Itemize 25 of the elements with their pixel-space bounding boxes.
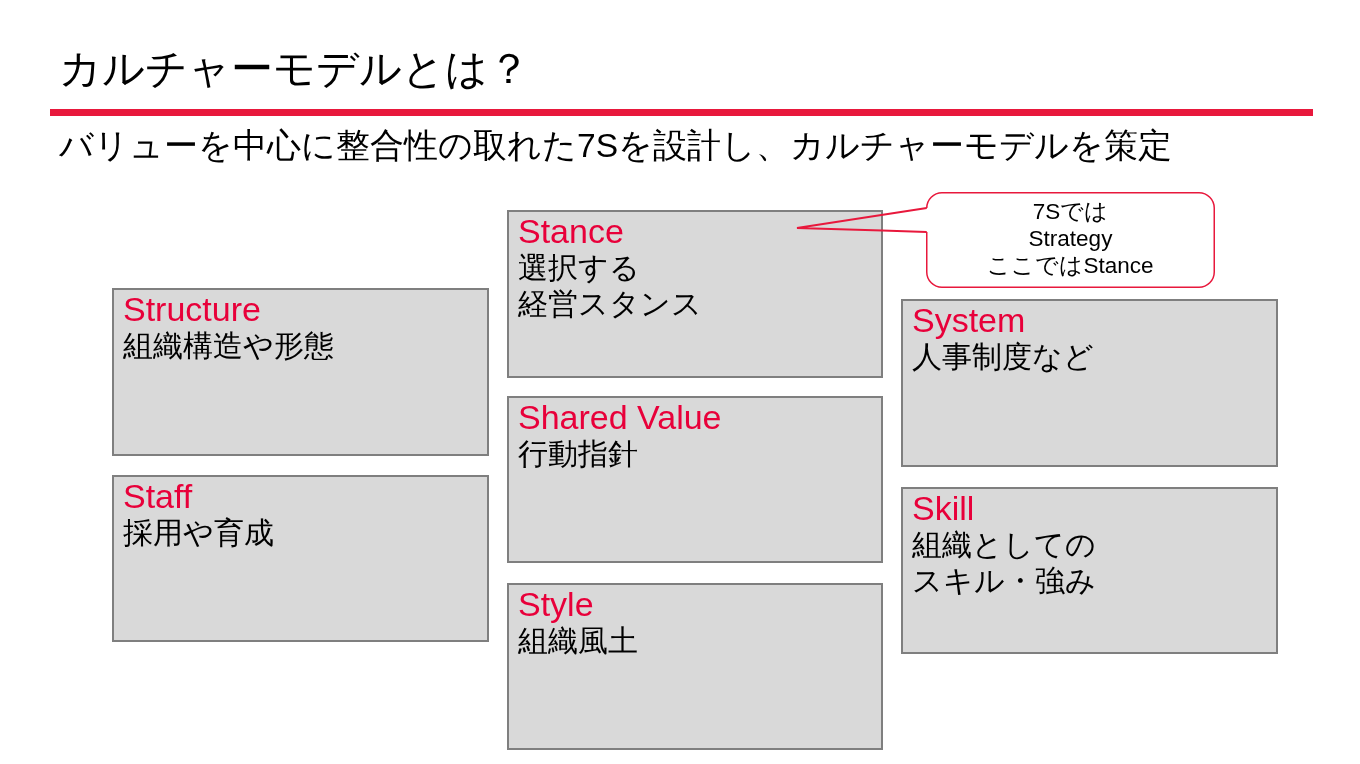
box-heading: Structure (123, 290, 261, 328)
callout-text: 7SではStrategyここではStance (987, 198, 1154, 279)
category-box (507, 583, 883, 750)
callout-tail (796, 207, 928, 233)
category-box (507, 210, 883, 378)
category-box (901, 299, 1278, 467)
slide-title: カルチャーモデルとは？ (59, 44, 530, 94)
category-box (112, 288, 489, 456)
box-heading: Shared Value (518, 398, 722, 436)
category-box (112, 475, 489, 642)
category-box (507, 396, 883, 563)
box-description: 組織構造や形態 (123, 328, 334, 364)
box-heading: Staff (123, 477, 193, 515)
category-box (901, 487, 1278, 654)
box-description: 組織としてのスキル・強み (912, 527, 1096, 599)
box-description: 行動指針 (518, 436, 638, 472)
box-description: 採用や育成 (123, 515, 274, 551)
box-heading: Skill (912, 489, 975, 527)
box-description: 選択する経営スタンス (518, 250, 702, 322)
box-description: 人事制度など (912, 340, 1094, 375)
callout-bubble (926, 192, 1215, 288)
box-description: 組織風土 (518, 623, 638, 659)
slide-subtitle: バリューを中心に整合性の取れた7Sを設計し、カルチャーモデルを策定 (59, 126, 1173, 166)
box-heading: Style (518, 585, 594, 623)
box-heading: Stance (518, 212, 624, 250)
